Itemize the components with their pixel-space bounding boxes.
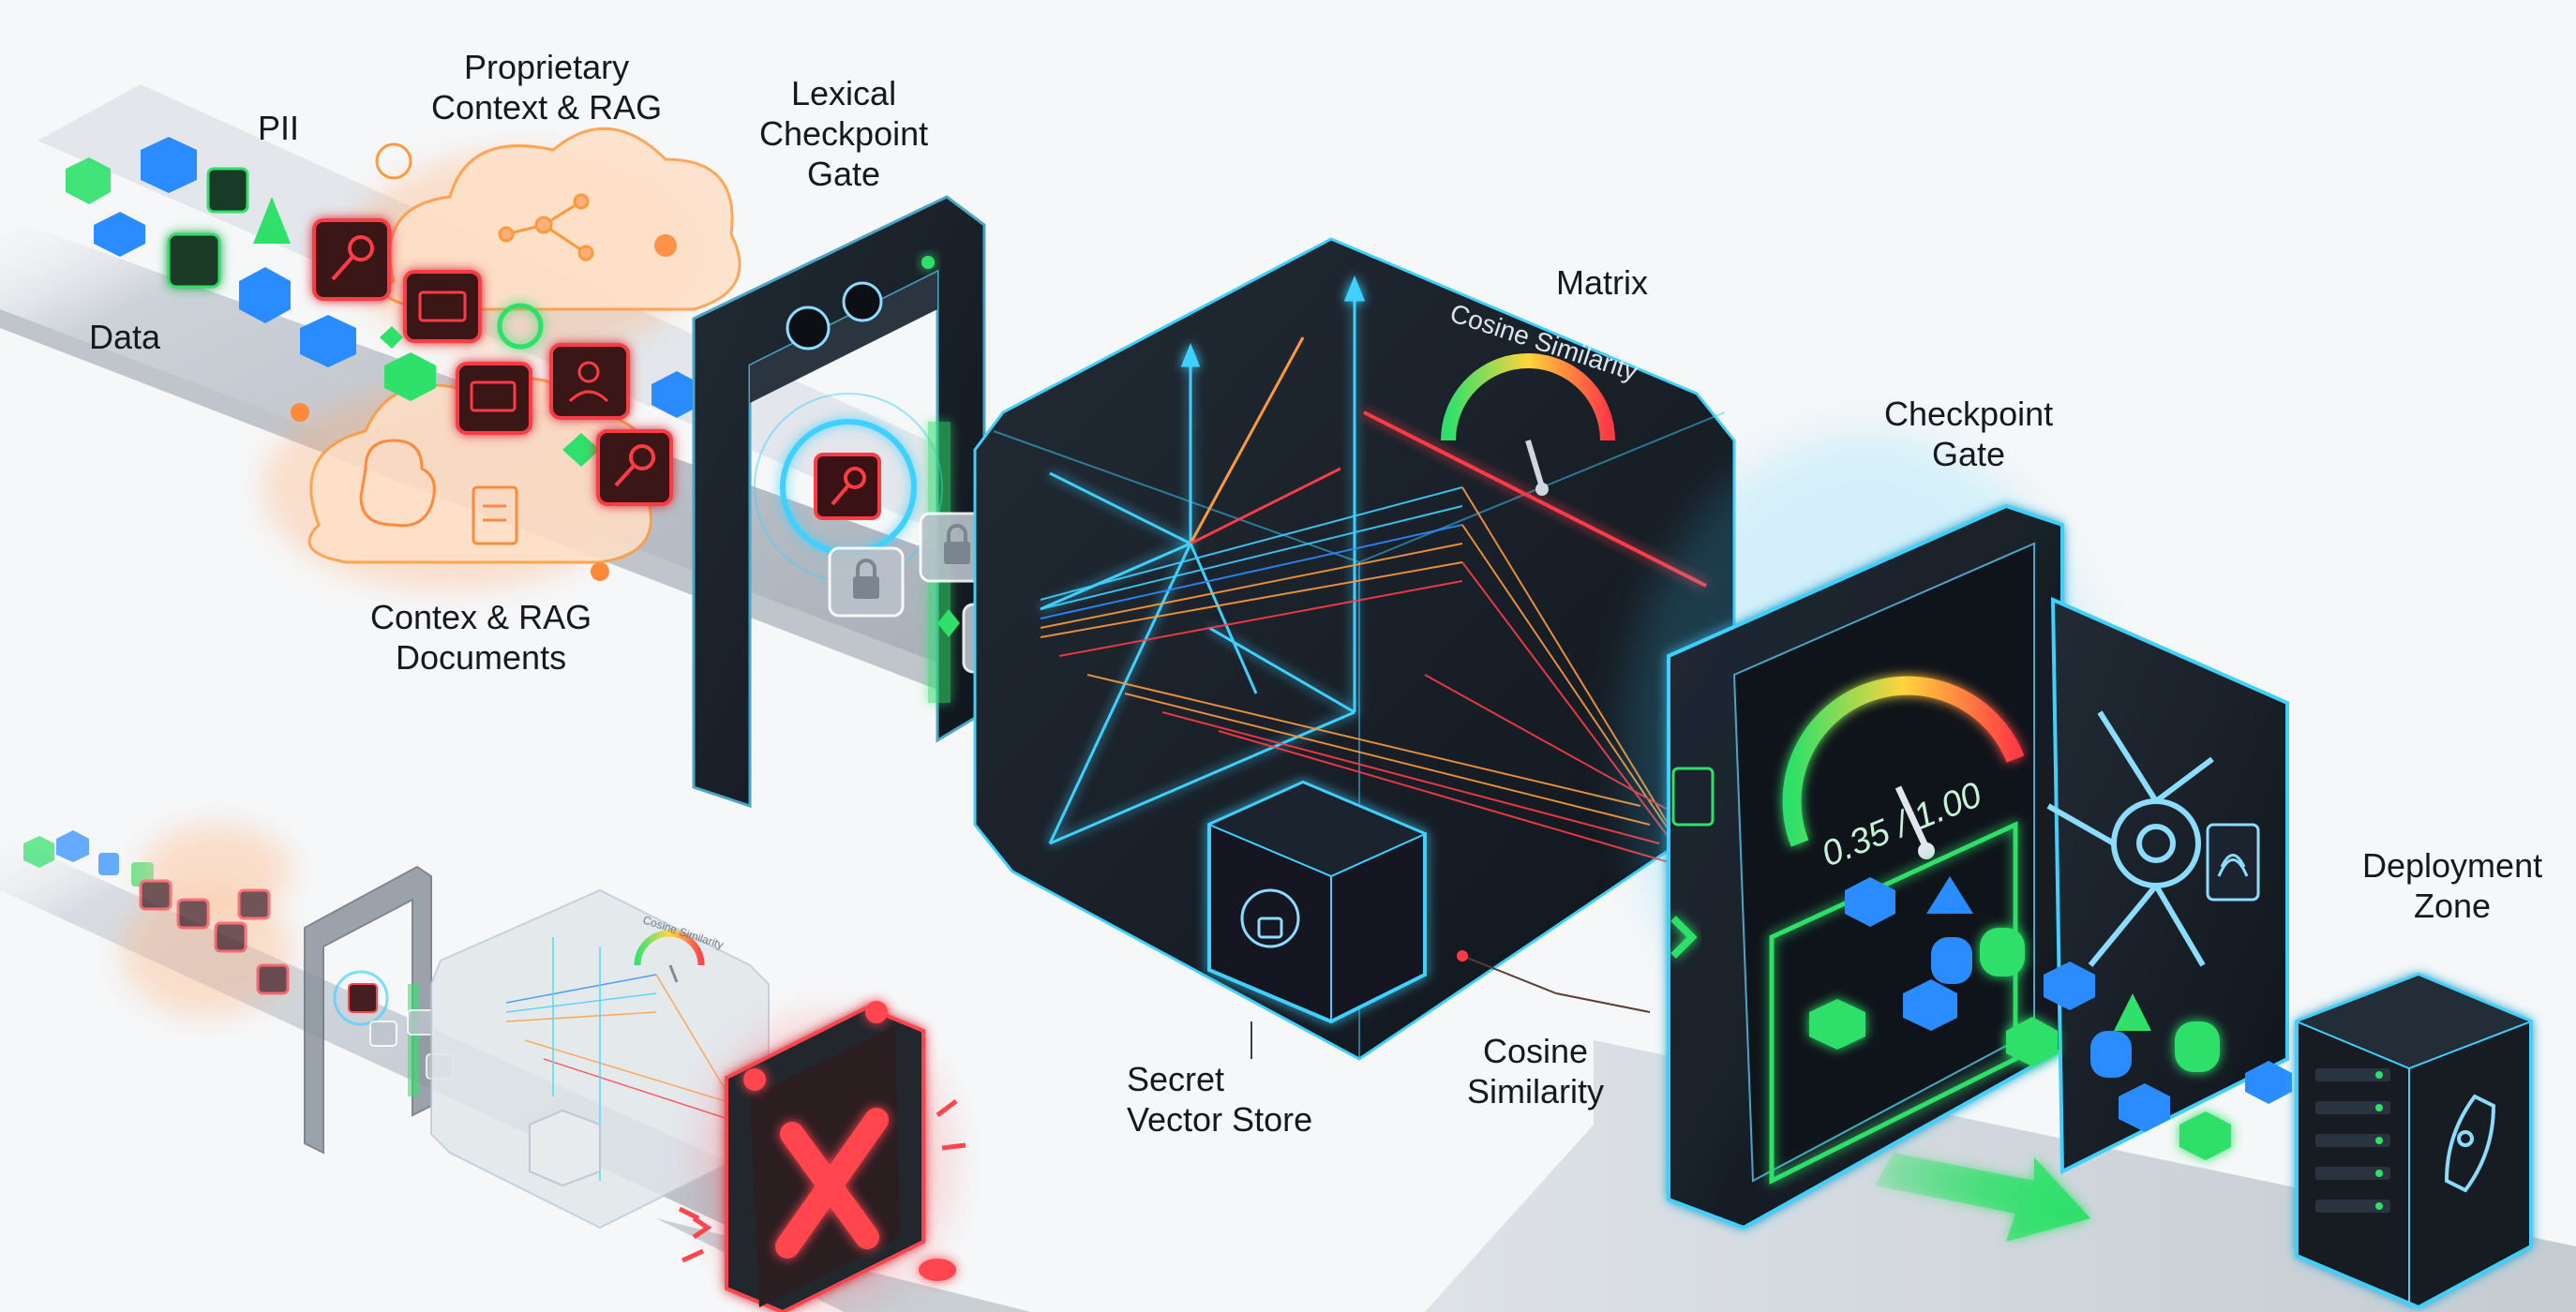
secret-vector-store	[1206, 780, 1428, 1059]
brain-icon	[359, 439, 436, 528]
gear-icon	[497, 303, 544, 350]
fingerprint-icon	[2206, 823, 2260, 902]
document-icon	[472, 485, 518, 545]
data-tokens	[66, 137, 701, 506]
label-matrix: Matrix	[1556, 263, 1648, 302]
reject-x-icon	[775, 1108, 889, 1259]
gauge-icon	[1441, 353, 1615, 496]
vector-matrix-cube	[973, 237, 1736, 1061]
key-icon	[312, 218, 391, 301]
label-deployment-zone: Deployment Zone	[2362, 846, 2543, 925]
context-cloud-bottom	[262, 377, 652, 590]
cube-icon	[66, 157, 111, 204]
id-card-icon	[549, 343, 630, 420]
globe-icon	[375, 142, 412, 180]
lock-icon	[1257, 917, 1283, 939]
network-icon	[498, 193, 594, 261]
approved-tokens	[1809, 876, 2292, 1160]
lock-icon	[1671, 767, 1715, 827]
gauge-icon	[1782, 676, 2025, 859]
label-data: Data	[89, 318, 161, 356]
cube-icon	[239, 267, 291, 323]
label-pii: PII	[258, 109, 300, 147]
lock-icon	[828, 546, 905, 618]
cosine-leader-line	[1461, 955, 1557, 994]
chevron-right-icon	[1670, 916, 1698, 959]
credit-card-icon	[403, 270, 482, 343]
deployment-server	[2294, 972, 2534, 1310]
arrow-icon	[1875, 1153, 2090, 1242]
key-icon	[596, 429, 673, 506]
cube-icon	[300, 315, 356, 367]
label-proprietary-context: Proprietary Context & RAG	[431, 48, 663, 127]
label-lexical-checkpoint-gate: Lexical Checkpoint Gate	[759, 74, 929, 193]
label-cosine-similarity: Cosine Similarity	[1467, 1032, 1605, 1111]
lexical-checkpoint-gate	[692, 195, 986, 809]
label-secret-vector-store: Secret Vector Store	[1127, 1060, 1313, 1139]
label-checkpoint-gate: Checkpoint Gate	[1884, 395, 2054, 473]
key-icon	[814, 453, 881, 520]
checkpoint-gate-vault	[1622, 431, 2289, 1230]
vault-wheel-icon	[2046, 710, 2214, 967]
cube-icon	[94, 212, 145, 257]
credit-card-icon	[456, 362, 532, 435]
rocket-icon	[2444, 1094, 2496, 1193]
cube-icon	[141, 137, 197, 193]
rejected-mini-pipeline	[0, 825, 1031, 1312]
cube-icon	[651, 371, 701, 418]
reject-gate	[678, 1001, 966, 1312]
cube-icon	[384, 352, 436, 401]
label-context-documents: Contex & RAG Documents	[370, 598, 592, 677]
